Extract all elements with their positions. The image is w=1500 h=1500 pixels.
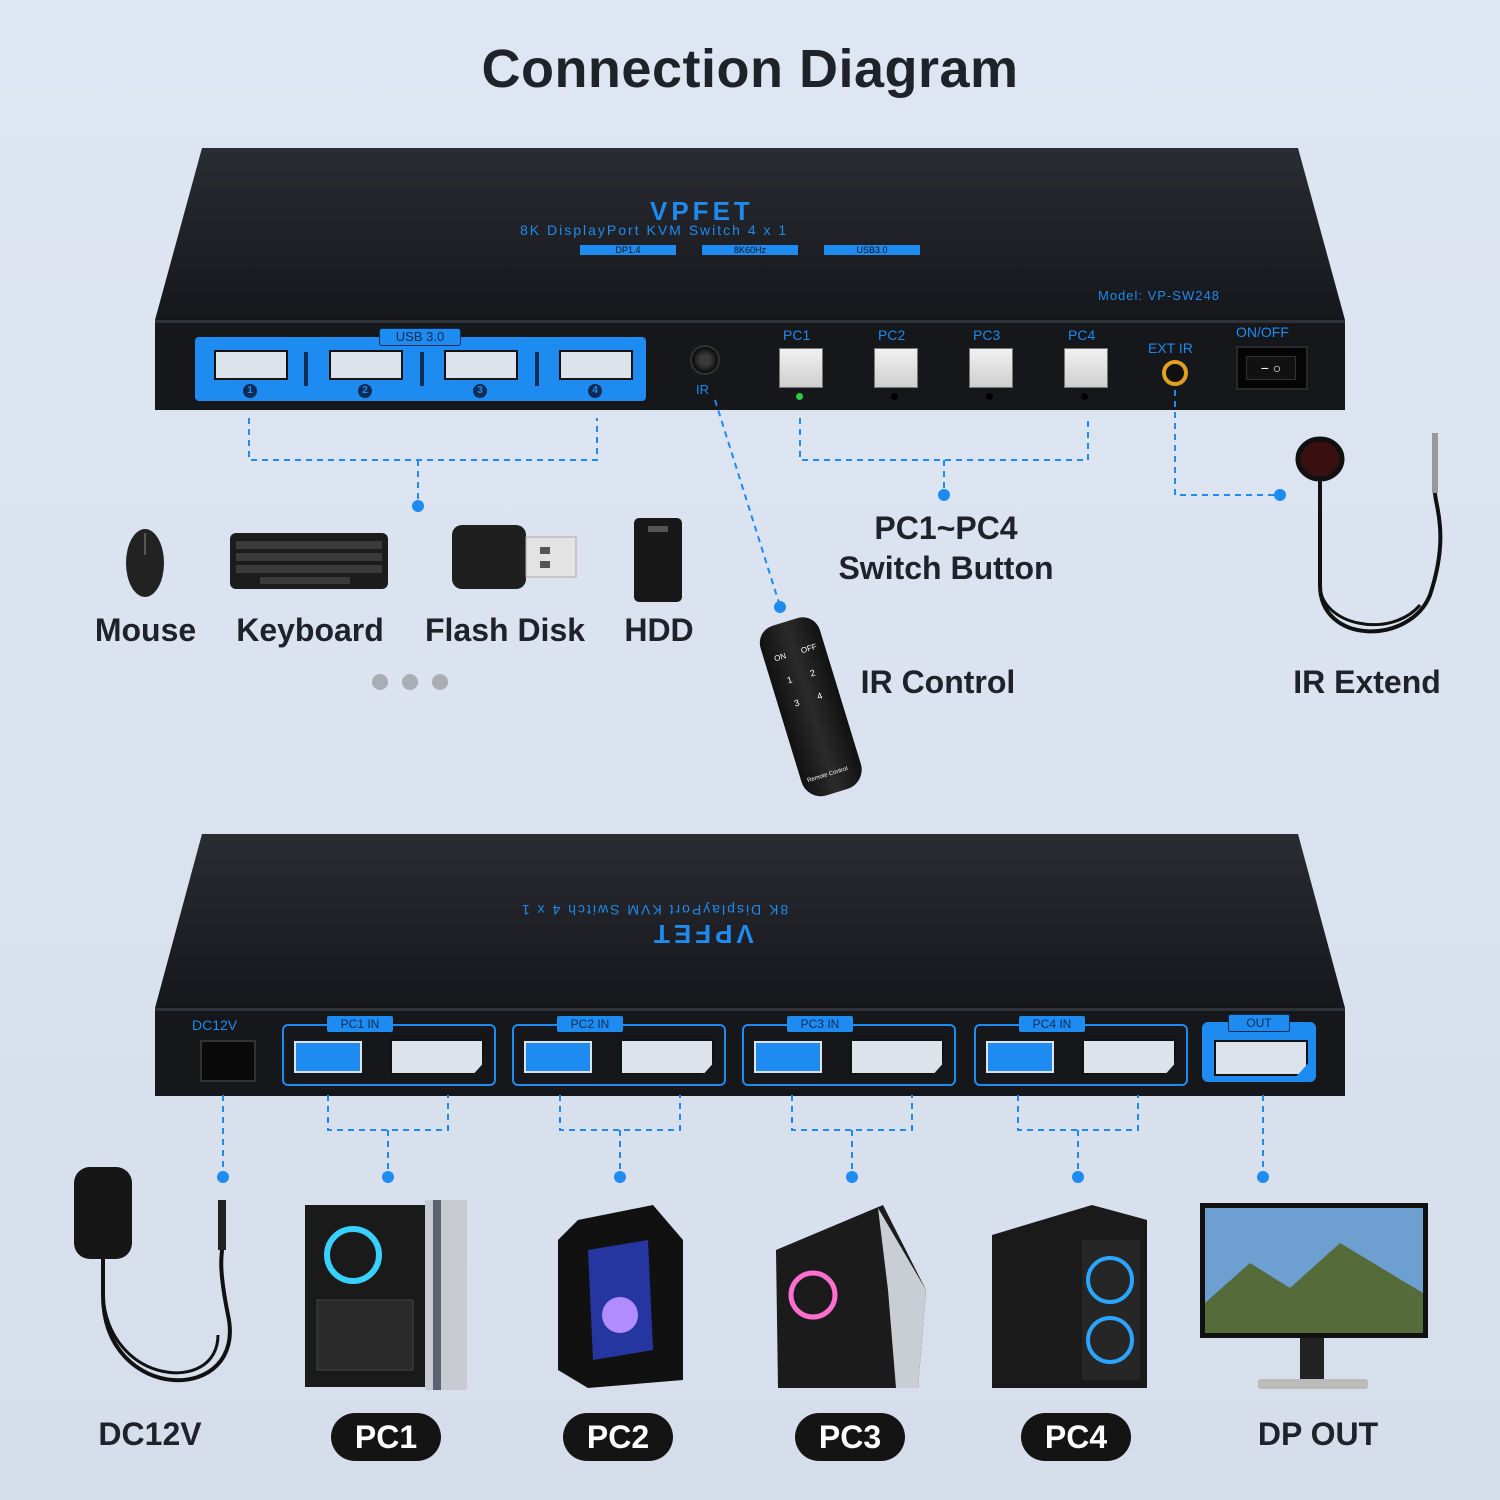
ir-extend-label: IR Extend <box>1293 664 1441 700</box>
dp-out-port[interactable] <box>1214 1040 1308 1076</box>
pc4-usb-port[interactable] <box>986 1041 1054 1073</box>
peripheral-flash-disk: Flash Disk <box>424 612 586 648</box>
bottom-label-pc4: PC4 <box>1021 1413 1131 1461</box>
pc2-in-label: PC2 IN <box>557 1016 623 1032</box>
usb-port-3[interactable] <box>444 350 518 380</box>
usb-port-2[interactable] <box>329 350 403 380</box>
pc1-usb-port[interactable] <box>294 1041 362 1073</box>
usb-label: USB 3.0 <box>379 328 461 346</box>
switch-caption-line1: PC1~PC4 <box>874 510 1018 546</box>
switch-caption-line2: Switch Button <box>838 550 1054 586</box>
pc3-tower-icon <box>776 1205 926 1388</box>
pc3-in-label: PC3 IN <box>787 1016 853 1032</box>
device-subtitle: 8K DisplayPort KVM Switch 4 x 1 <box>520 222 789 238</box>
usb-port-1[interactable] <box>214 350 288 380</box>
badge: DP1.4 <box>580 245 676 255</box>
brand-logo: VPFET <box>650 196 754 226</box>
peripheral-keyboard: Keyboard <box>236 612 384 648</box>
ir-extender-icon <box>1295 433 1443 634</box>
power-adapter-icon <box>74 1167 232 1383</box>
ir-receiver-icon <box>690 345 720 375</box>
pc2-dp-port[interactable] <box>620 1039 714 1075</box>
usb-divider <box>304 352 308 386</box>
dc-label: DC12V <box>192 1017 238 1033</box>
usb-port-4[interactable] <box>559 350 633 380</box>
bottom-label-dc12v: DC12V <box>98 1416 202 1452</box>
monitor-icon <box>1200 1203 1428 1389</box>
pc1-label: PC1 <box>783 327 811 343</box>
ext-ir-jack-icon[interactable] <box>1162 360 1188 386</box>
pc2-button[interactable] <box>874 348 918 388</box>
pc4-in-label: PC4 IN <box>1019 1016 1085 1032</box>
pc3-led <box>986 393 993 400</box>
badge: USB3.0 <box>824 245 920 255</box>
pc1-led <box>796 393 803 400</box>
rear-connector-lines <box>217 1095 1269 1183</box>
page-title: Connection Diagram <box>481 39 1019 99</box>
front-device: VPFET 8K DisplayPort KVM Switch 4 x 1 DP… <box>0 0 1500 420</box>
pc4-dp-port[interactable] <box>1082 1039 1176 1075</box>
pc4-tower-icon <box>992 1205 1147 1388</box>
pc3-button[interactable] <box>969 348 1013 388</box>
hdd-icon <box>634 518 682 602</box>
out-label: OUT <box>1228 1014 1290 1032</box>
peripheral-mouse: Mouse <box>94 612 197 648</box>
more-dots <box>372 674 462 695</box>
pc1-button[interactable] <box>779 348 823 388</box>
pc2-usb-port[interactable] <box>524 1041 592 1073</box>
pc4-led <box>1081 393 1088 400</box>
bottom-label-pc1: PC1 <box>331 1413 441 1461</box>
mouse-icon <box>126 529 164 597</box>
peripheral-hdd: HDD <box>624 612 694 648</box>
badge: 8K60Hz <box>702 245 798 255</box>
ir-label: IR <box>696 382 709 397</box>
pc2-tower-icon <box>558 1205 683 1388</box>
bottom-label-pc3: PC3 <box>795 1413 905 1461</box>
ext-ir-label: EXT IR <box>1148 340 1193 356</box>
bottom-label-dp-out: DP OUT <box>1257 1416 1379 1452</box>
power-label: ON/OFF <box>1236 324 1289 340</box>
pc2-label: PC2 <box>878 327 906 343</box>
pc4-label: PC4 <box>1068 327 1096 343</box>
usb-divider <box>535 352 539 386</box>
pc3-dp-port[interactable] <box>850 1039 944 1075</box>
usb-port-3-number: 3 <box>473 384 487 398</box>
usb-port-1-number: 1 <box>243 384 257 398</box>
power-switch-rocker: − ○ <box>1246 356 1296 380</box>
ir-control-label: IR Control <box>860 664 1016 700</box>
pc1-in-label: PC1 IN <box>327 1016 393 1032</box>
usb-port-4-number: 4 <box>588 384 602 398</box>
usb-divider <box>420 352 424 386</box>
pc3-usb-port[interactable] <box>754 1041 822 1073</box>
power-switch[interactable]: − ○ <box>1236 346 1308 390</box>
keyboard-icon <box>230 533 388 589</box>
pc2-led <box>891 393 898 400</box>
flash-disk-icon <box>452 525 577 589</box>
model-number: Model: VP-SW248 <box>1098 288 1220 303</box>
dc-jack-icon[interactable] <box>200 1040 256 1082</box>
pc1-dp-port[interactable] <box>390 1039 484 1075</box>
usb-port-2-number: 2 <box>358 384 372 398</box>
pc3-label: PC3 <box>973 327 1001 343</box>
bottom-label-pc2: PC2 <box>563 1413 673 1461</box>
badge-row: DP1.4 8K60Hz USB3.0 <box>580 240 920 258</box>
front-connector-lines <box>248 390 1286 613</box>
pc4-button[interactable] <box>1064 348 1108 388</box>
pc1-tower-icon <box>305 1200 467 1390</box>
